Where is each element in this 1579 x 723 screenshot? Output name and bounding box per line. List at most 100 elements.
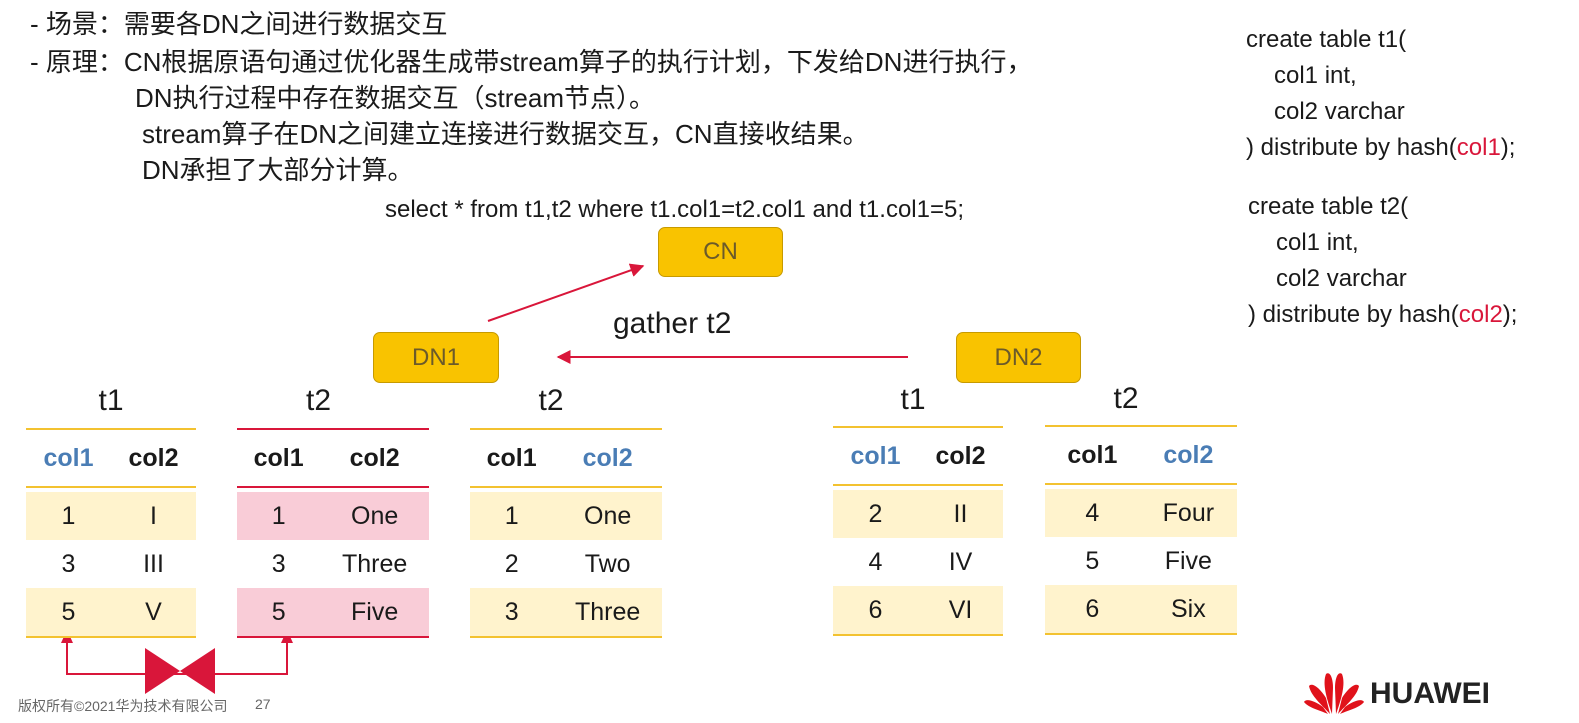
col-header: col2	[1139, 425, 1237, 485]
cell: 3	[271, 549, 286, 578]
cell: One	[320, 492, 429, 540]
col-header: col2	[553, 428, 662, 488]
col-header: col2	[320, 428, 429, 488]
table-title-dn1-t1: t1	[98, 384, 124, 417]
cell: Two	[584, 549, 631, 578]
huawei-petal-icon	[1304, 673, 1364, 714]
cell: 1	[470, 492, 554, 540]
join-bowtie-icon-right	[180, 648, 215, 694]
join-connector	[66, 636, 288, 675]
cell: 2	[833, 490, 918, 538]
ddl-t1-line4: ) distribute by hash(col1);	[1246, 130, 1515, 166]
footer-page-number: 27	[255, 696, 271, 712]
ddl-t2-line2: col1 int,	[1276, 229, 1359, 256]
table-row: 4 IV	[833, 538, 1003, 586]
cell: Three	[341, 549, 408, 578]
edge-label-gather: gather t2	[613, 307, 732, 340]
ddl-t1: create table t1( col1 int, col2 varchar …	[1246, 22, 1515, 166]
cell: Five	[320, 588, 429, 638]
cell: 5	[237, 588, 321, 638]
cell: Six	[1139, 585, 1237, 635]
table-title-dn1-t2-gathered: t2	[538, 384, 564, 417]
ddl-t2-close: );	[1502, 301, 1518, 328]
node-cn: CN	[658, 227, 783, 277]
cell: II	[918, 490, 1003, 538]
cell: V	[111, 588, 196, 638]
ddl-t2-dist-key: col2	[1458, 301, 1503, 328]
bullet-principle: - 原理：CN根据原语句通过优化器生成带stream算子的执行计划，下发给DN进…	[30, 47, 1033, 77]
ddl-t1-line1: create table t1(	[1246, 26, 1407, 53]
join-bowtie-icon	[145, 648, 180, 694]
table-title-dn2-t1: t1	[900, 383, 926, 416]
cell: Four	[1139, 489, 1237, 537]
ddl-t1-line2: col1 int,	[1274, 62, 1357, 89]
ddl-t2-distribute: ) distribute by hash(	[1248, 301, 1459, 328]
ddl-t2-line1: create table t2(	[1248, 193, 1409, 220]
table-row: 3 III	[26, 540, 196, 588]
cell: 4	[1045, 489, 1140, 537]
cell: VI	[918, 586, 1003, 636]
cell: III	[143, 549, 164, 578]
ddl-t2-line4: ) distribute by hash(col2);	[1248, 297, 1517, 333]
col-header: col2	[918, 426, 1003, 486]
footer-copyright: 版权所有©2021华为技术有限公司	[18, 698, 228, 714]
cell: 3	[470, 588, 554, 638]
ddl-t1-close: );	[1500, 134, 1516, 161]
col-header: col2	[111, 428, 196, 488]
table-title-dn1-t2: t2	[305, 384, 332, 417]
ddl-t2: create table t2( col1 int, col2 varchar …	[1248, 189, 1517, 333]
cell: Five	[1164, 546, 1212, 575]
cell: 4	[868, 547, 883, 576]
huawei-logo-text: HUAWEI	[1370, 677, 1490, 710]
cell: 1	[237, 492, 321, 540]
bullet-principle-line4: DN承担了大部分计算。	[142, 155, 414, 185]
table-title-dn2-t2: t2	[1113, 382, 1139, 415]
cell: 6	[1045, 585, 1140, 635]
col-header: col1	[1045, 425, 1140, 485]
cell: 1	[26, 492, 111, 540]
table-row: 5 Five	[1045, 537, 1237, 585]
cell: I	[111, 492, 196, 540]
cell: 3	[61, 549, 76, 578]
cell: IV	[948, 547, 973, 576]
cell: Three	[553, 588, 662, 638]
cell: 5	[1085, 546, 1100, 575]
ddl-t1-distribute: ) distribute by hash(	[1246, 134, 1457, 161]
ddl-t1-line3: col2 varchar	[1274, 98, 1405, 125]
col-header: col1	[26, 428, 111, 488]
col-header: col1	[470, 428, 554, 488]
table-row: 3 Three	[237, 540, 429, 588]
bullet-scenario: - 场景：需要各DN之间进行数据交互	[30, 9, 448, 39]
node-dn1: DN1	[373, 332, 499, 383]
col-header: col1	[833, 426, 918, 486]
node-dn2: DN2	[956, 332, 1081, 383]
bullet-principle-line3: stream算子在DN之间建立连接进行数据交互，CN直接收结果。	[142, 119, 869, 149]
col-header: col1	[237, 428, 321, 488]
ddl-t1-dist-key: col1	[1456, 134, 1501, 161]
bullet-principle-line2: DN执行过程中存在数据交互（stream节点）。	[135, 83, 656, 113]
cell: 5	[26, 588, 111, 638]
arrow-dn1-to-cn	[487, 263, 645, 322]
